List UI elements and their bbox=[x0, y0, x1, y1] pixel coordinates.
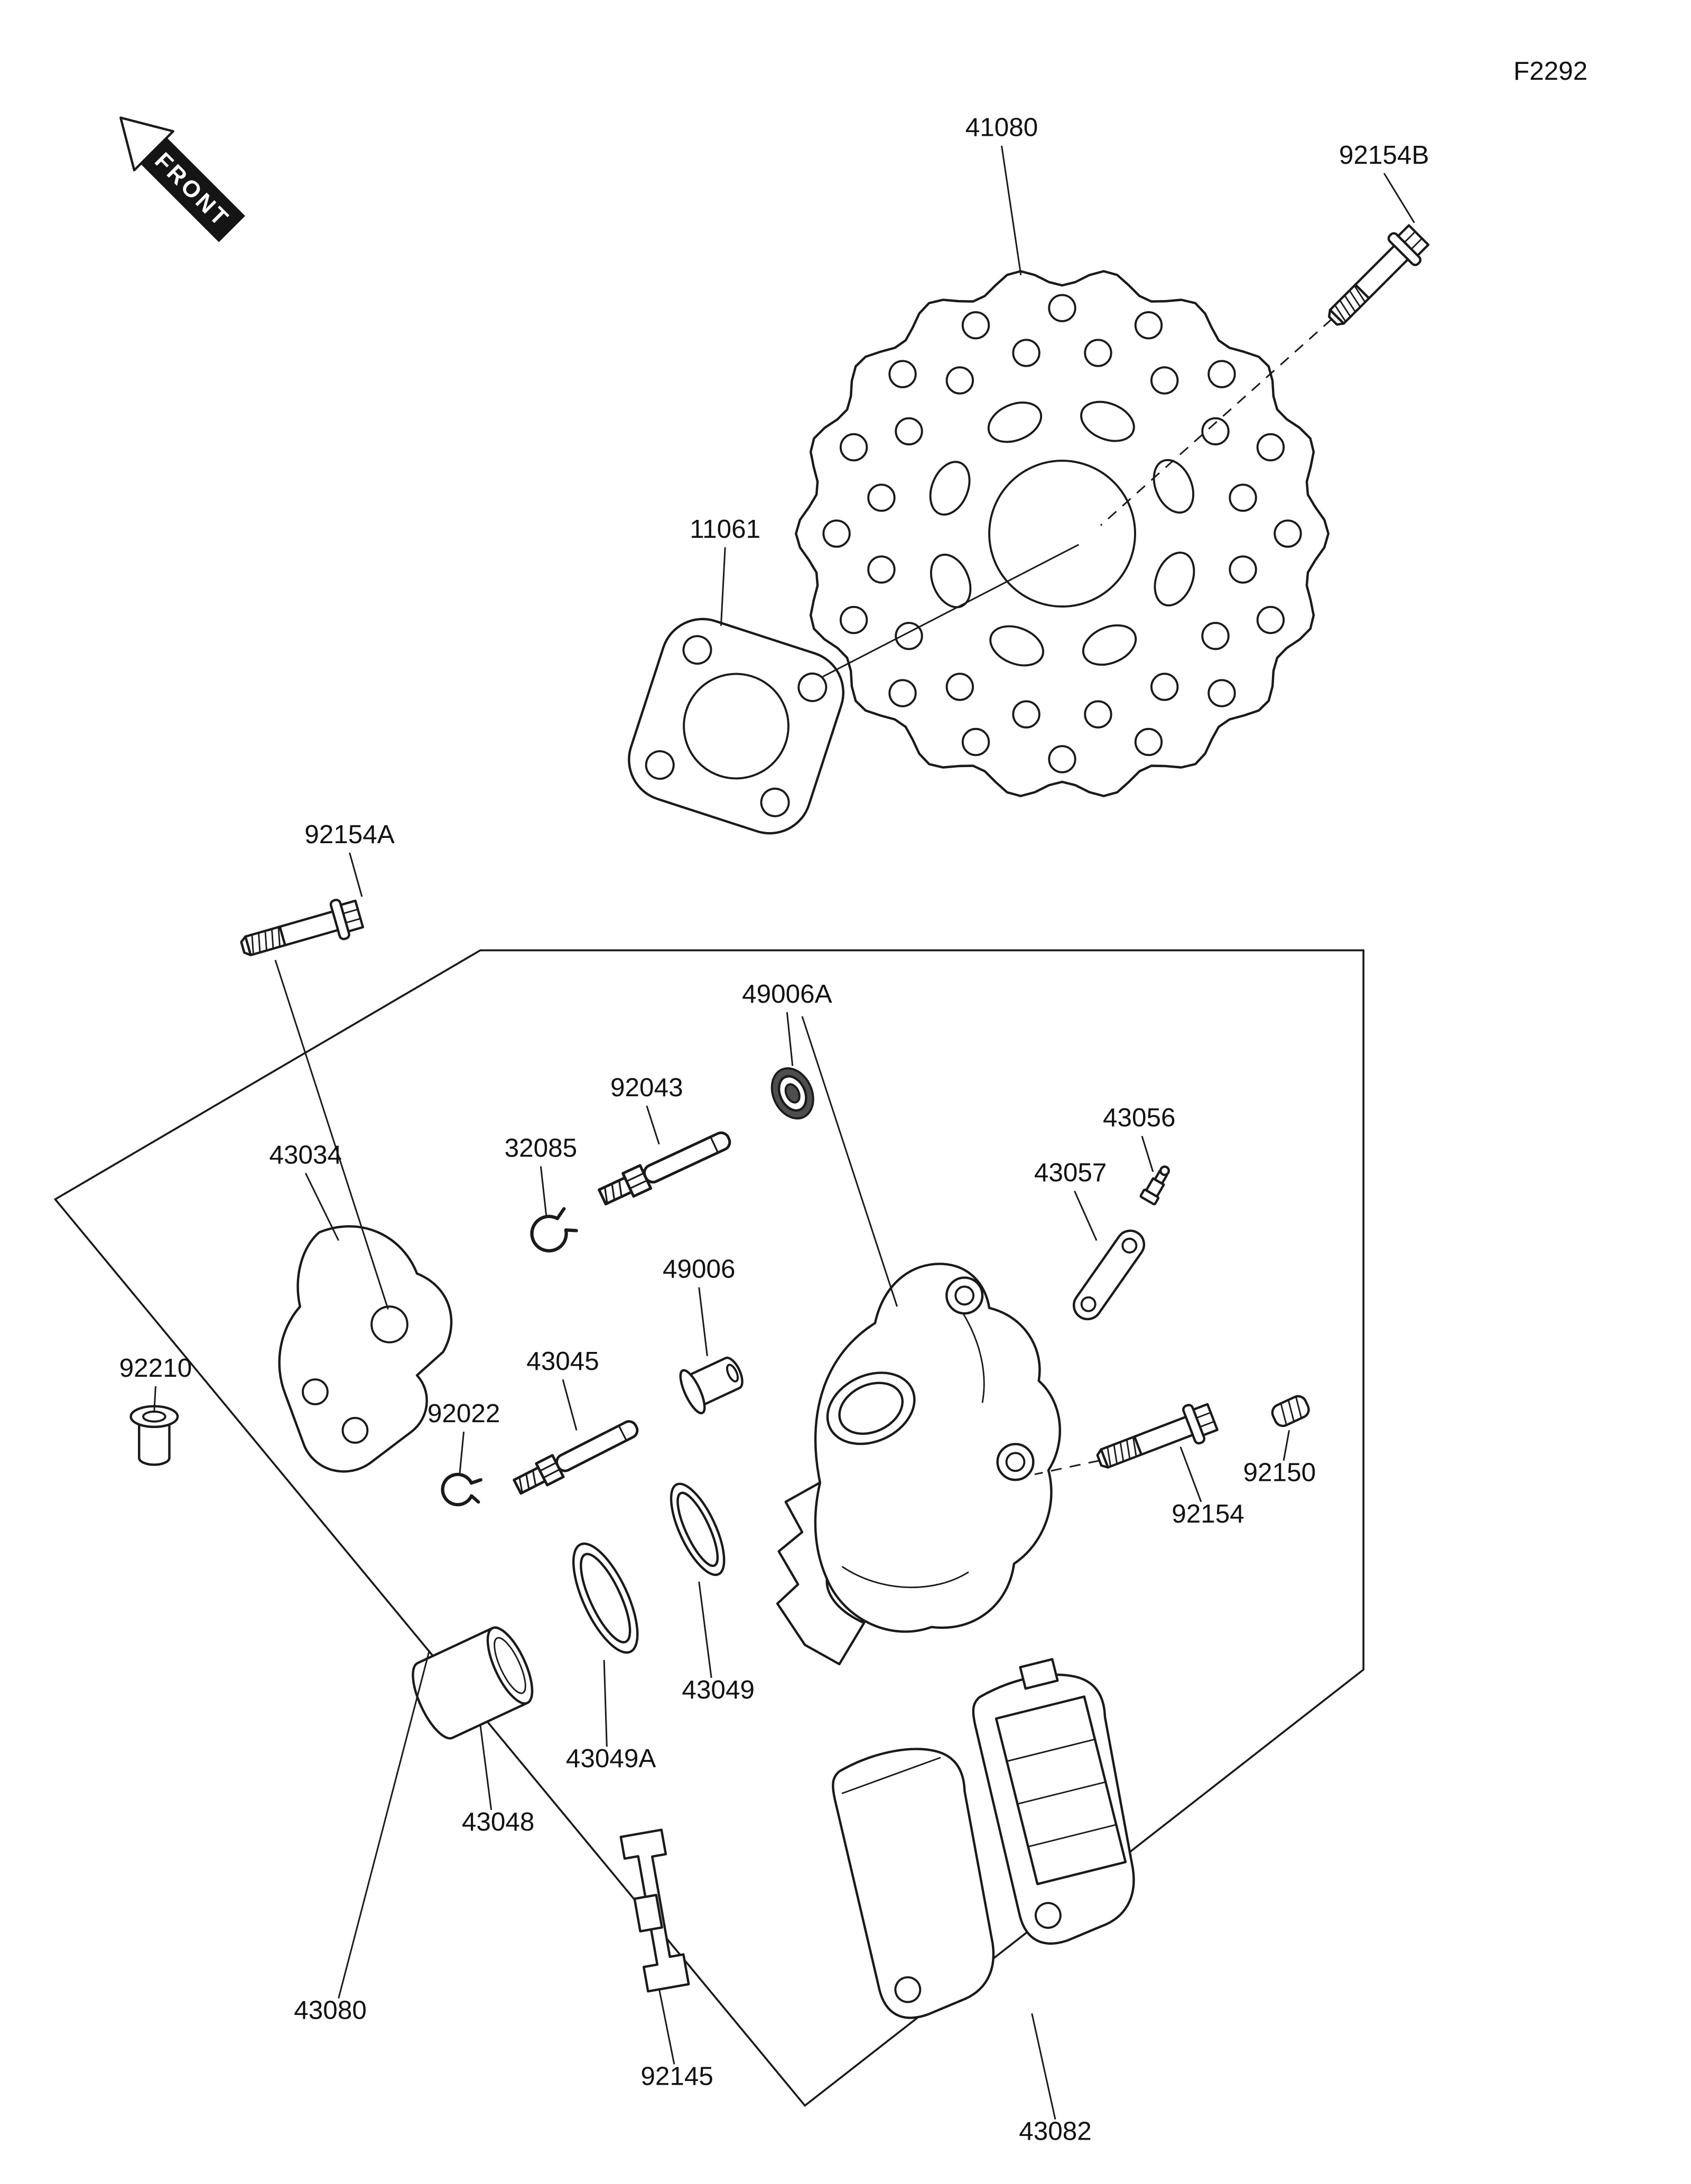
part-label-43034: 43034 bbox=[269, 1140, 342, 1169]
part-label-49006: 49006 bbox=[663, 1254, 736, 1283]
part-label-92043: 92043 bbox=[610, 1073, 683, 1102]
part-label-11061: 11061 bbox=[690, 515, 760, 544]
leader-43057 bbox=[1074, 1190, 1098, 1241]
leader-43048 bbox=[479, 1724, 493, 1810]
brake-disc-41080 bbox=[795, 270, 1330, 797]
leader-43049A bbox=[603, 1660, 608, 1747]
part-label-92022: 92022 bbox=[428, 1399, 500, 1428]
part-label-43049A: 43049A bbox=[566, 1744, 656, 1773]
leader-92154A bbox=[349, 852, 363, 897]
leader-92154 bbox=[1179, 1446, 1202, 1502]
bracket-43034 bbox=[278, 1225, 453, 1473]
leader-43045 bbox=[562, 1379, 578, 1431]
part-label-43049: 43049 bbox=[682, 1675, 755, 1704]
bolt-92154B bbox=[1319, 221, 1433, 334]
leader-92154A-bracket bbox=[274, 959, 389, 1310]
brake-pad-right bbox=[961, 1658, 1156, 1950]
brake-pad-left bbox=[824, 1736, 1017, 2024]
plug-92150 bbox=[1271, 1395, 1310, 1427]
part-labels: F2292 41080 92154B 11061 92154A 49006A 9… bbox=[119, 57, 1588, 2146]
gasket-11061 bbox=[628, 618, 845, 835]
leader-11061 bbox=[720, 547, 726, 626]
part-label-92154B: 92154B bbox=[1339, 141, 1429, 170]
leader-49006 bbox=[698, 1287, 708, 1357]
parts-artwork: FRONT bbox=[119, 116, 1433, 2024]
pin-clip-32085 bbox=[530, 1207, 578, 1253]
leader-43082 bbox=[1031, 2013, 1056, 2120]
dust-seal-43049A bbox=[572, 1542, 639, 1654]
pad-spring-92145 bbox=[619, 1828, 690, 1993]
caliper-body bbox=[776, 1263, 1061, 1666]
leader-41080 bbox=[1000, 145, 1022, 275]
leader-92150 bbox=[1283, 1430, 1290, 1461]
leader-92043 bbox=[646, 1105, 660, 1145]
dashed-axis-lines bbox=[1034, 318, 1333, 1476]
leader-92145 bbox=[658, 1989, 675, 2065]
leader-43056 bbox=[1141, 1135, 1154, 1172]
pin-clip-92022 bbox=[441, 1472, 482, 1507]
part-label-43045: 43045 bbox=[526, 1347, 599, 1376]
part-label-43057: 43057 bbox=[1034, 1158, 1107, 1187]
part-label-32085: 32085 bbox=[505, 1133, 578, 1162]
pad-pin-92043 bbox=[597, 1127, 734, 1209]
piston-seal-43049 bbox=[670, 1482, 726, 1576]
part-label-41080: 41080 bbox=[965, 113, 1038, 142]
part-label-92150: 92150 bbox=[1243, 1458, 1316, 1487]
leader-32085 bbox=[540, 1166, 547, 1216]
leader-92210 bbox=[153, 1386, 156, 1412]
boot-49006A bbox=[770, 1067, 814, 1119]
front-direction-marker: FRONT bbox=[119, 116, 245, 242]
leader-49006A bbox=[786, 1012, 794, 1066]
part-label-43048: 43048 bbox=[462, 1807, 535, 1836]
part-label-92210: 92210 bbox=[119, 1354, 192, 1383]
part-label-92154: 92154 bbox=[1172, 1499, 1244, 1528]
leader-92022 bbox=[459, 1431, 465, 1474]
bolt-92154 bbox=[1092, 1398, 1220, 1479]
link-43057 bbox=[1072, 1229, 1146, 1321]
leader-43080 bbox=[338, 1650, 430, 1999]
leader-43034 bbox=[304, 1172, 340, 1241]
part-label-43080: 43080 bbox=[294, 1996, 367, 2025]
leader-49006A-caliper bbox=[801, 1016, 898, 1307]
part-label-43082: 43082 bbox=[1019, 2117, 1092, 2146]
leader-11061-disc bbox=[822, 544, 1079, 678]
piston-43048 bbox=[412, 1626, 534, 1740]
bolt-92154A bbox=[237, 895, 365, 967]
axis-92154B bbox=[1100, 318, 1333, 526]
front-label: FRONT bbox=[150, 147, 235, 232]
collar-92210 bbox=[129, 1405, 179, 1466]
front-arrow-bar bbox=[140, 137, 245, 242]
part-label-92145: 92145 bbox=[640, 2062, 713, 2091]
part-label-43056: 43056 bbox=[1103, 1103, 1176, 1132]
pad-pin-43045 bbox=[512, 1415, 642, 1497]
bushing-49006 bbox=[679, 1356, 744, 1415]
leader-lines bbox=[153, 145, 1415, 2120]
part-label-49006A: 49006A bbox=[742, 979, 832, 1009]
figure-code: F2292 bbox=[1513, 57, 1587, 86]
bleeder-43056 bbox=[1139, 1165, 1170, 1206]
part-label-92154A: 92154A bbox=[304, 820, 395, 849]
leader-43049 bbox=[698, 1581, 712, 1678]
leader-92154B bbox=[1383, 173, 1415, 223]
